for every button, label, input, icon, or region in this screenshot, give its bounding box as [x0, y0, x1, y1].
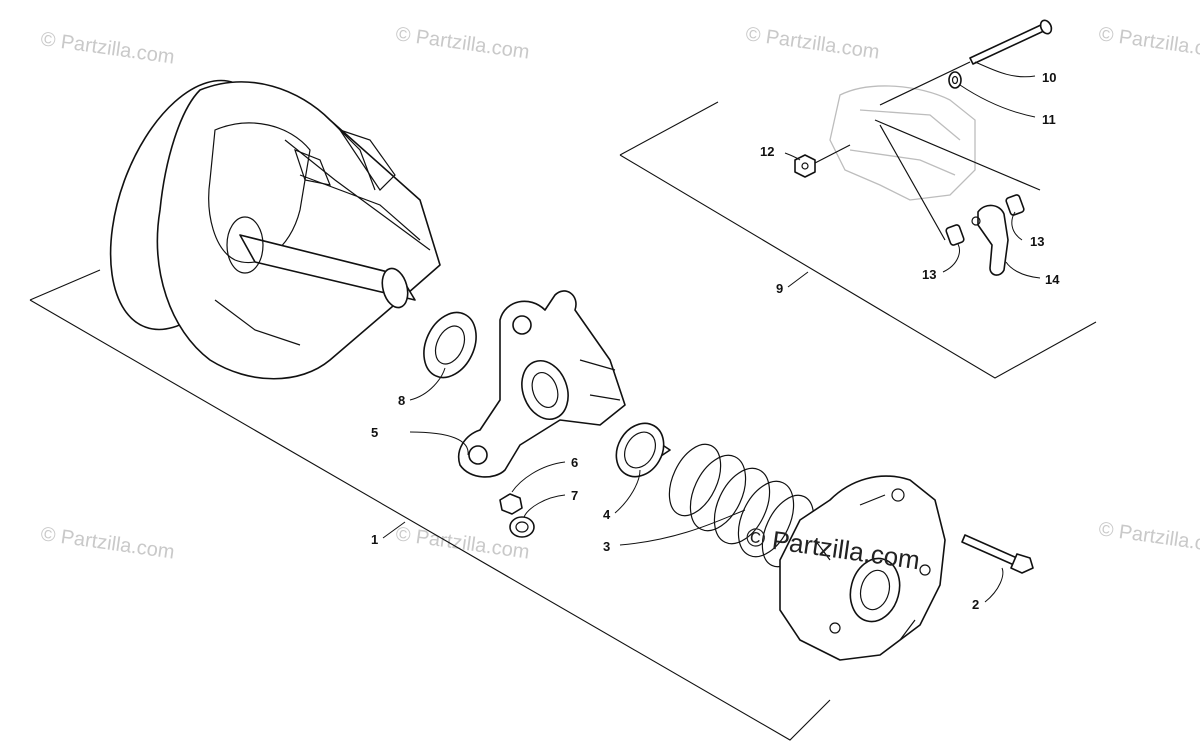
callout-10: 10 [1042, 70, 1056, 85]
callout-6: 6 [571, 455, 578, 470]
spider-bracket-part [458, 290, 626, 478]
callout-13-left: 13 [922, 267, 936, 282]
pin-bolt-part [879, 19, 1053, 106]
bushing-part [615, 422, 671, 478]
sheave-assembly-part [109, 79, 441, 380]
inset-washer-part [948, 71, 962, 89]
watermark: © Partzilla.com [744, 23, 881, 64]
assembly-frame-inset [619, 101, 1097, 379]
callout-12: 12 [760, 144, 774, 159]
callout-5: 5 [371, 425, 378, 440]
ghost-bracket-outline [829, 85, 976, 201]
leader-lines [382, 61, 1041, 603]
bolt-part [961, 534, 1034, 574]
inset-construction-lines [874, 119, 1041, 241]
watermark: © Partzilla.com [1097, 23, 1200, 64]
callout-2: 2 [972, 597, 979, 612]
inset-nut-part [794, 144, 851, 178]
callout-8: 8 [398, 393, 405, 408]
callout-3: 3 [603, 539, 610, 554]
callout-labels: 1 2 3 4 5 6 7 8 9 10 11 12 13 13 14 [371, 70, 1060, 612]
washer-part [423, 311, 477, 379]
inset-weight-part [971, 204, 1009, 276]
inset-shim-part [945, 194, 1025, 246]
assembly-frame-main [29, 269, 831, 741]
callout-13-right: 13 [1030, 234, 1044, 249]
callout-11: 11 [1042, 112, 1056, 127]
watermark: © Partzilla.com [39, 28, 176, 69]
callout-14: 14 [1045, 272, 1060, 287]
watermark: © Partzilla.com [1097, 518, 1200, 559]
small-washer-part [509, 516, 535, 538]
watermark: © Partzilla.com [39, 523, 176, 564]
callout-9: 9 [776, 281, 783, 296]
small-nut-part [499, 493, 523, 515]
callout-4: 4 [603, 507, 611, 522]
callout-7: 7 [571, 488, 578, 503]
watermark: © Partzilla.com [394, 23, 531, 64]
cover-plate-part [779, 475, 946, 661]
callout-1: 1 [371, 532, 378, 547]
